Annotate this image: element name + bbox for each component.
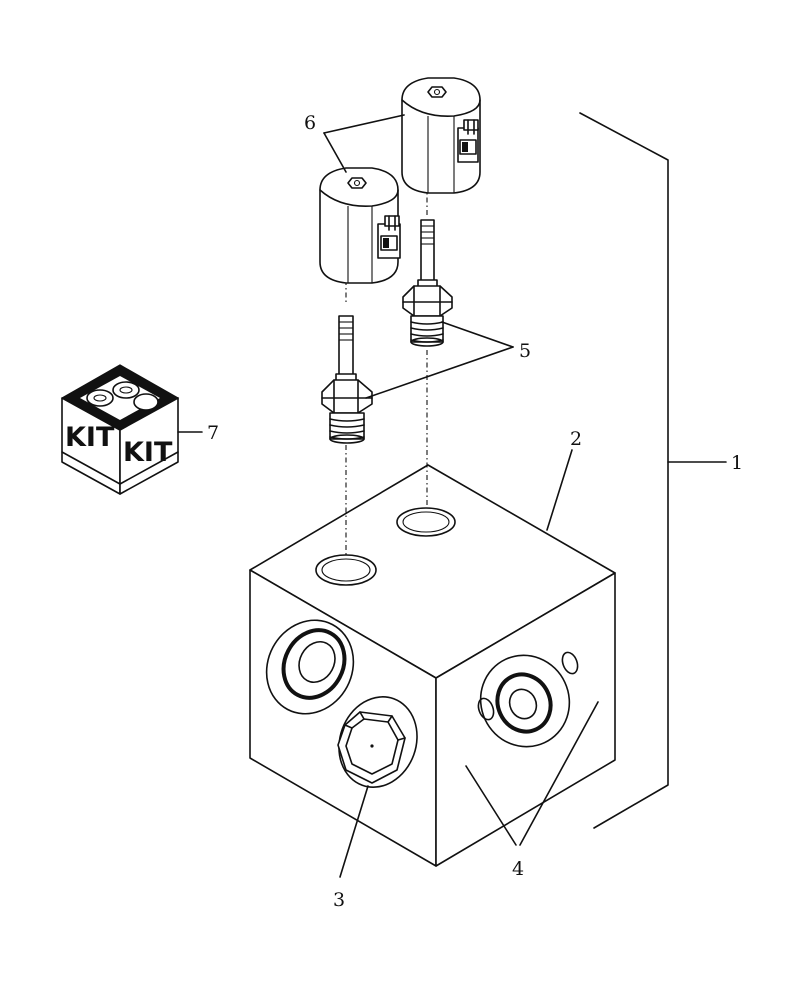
coil-connector-front — [377, 215, 401, 259]
leader-5a — [365, 346, 514, 399]
callout-1: 1 — [731, 452, 743, 474]
dowel-pin-lower — [477, 697, 495, 721]
right-face-port — [477, 651, 579, 748]
callout-7: 7 — [207, 422, 219, 444]
cartridge-valve-rear — [402, 219, 453, 347]
callout-5: 5 — [519, 340, 531, 362]
leader-6b — [323, 132, 347, 173]
leader-3 — [339, 785, 369, 878]
assembly-bracket — [579, 112, 669, 829]
dowel-pin-upper — [561, 651, 579, 675]
callout-6: 6 — [304, 112, 316, 134]
cartridge-valve-front — [321, 315, 373, 444]
valve-block — [249, 464, 616, 867]
leader-2 — [546, 449, 573, 531]
hex-plug — [337, 696, 418, 788]
leader-5b — [441, 321, 514, 348]
top-port-rear — [396, 507, 456, 537]
callout-4: 4 — [512, 858, 524, 880]
top-port-front — [315, 554, 377, 586]
kit-label-left: KIT — [65, 422, 115, 453]
leader-4b — [519, 701, 599, 846]
callout-2: 2 — [570, 428, 582, 450]
leader-lines — [177, 114, 727, 878]
valve-block-right-face — [435, 572, 616, 867]
leader-6a — [323, 114, 405, 134]
callout-3: 3 — [333, 889, 345, 911]
solenoid-coil-rear — [401, 77, 481, 194]
kit-box-right-face — [119, 397, 179, 495]
leader-4a — [465, 765, 517, 846]
left-face-port — [265, 619, 355, 715]
kit-box: KIT KIT — [60, 364, 180, 495]
coil-connector-rear — [457, 119, 479, 163]
kit-label-right: KIT — [123, 437, 173, 468]
solenoid-coil-front — [319, 167, 401, 284]
